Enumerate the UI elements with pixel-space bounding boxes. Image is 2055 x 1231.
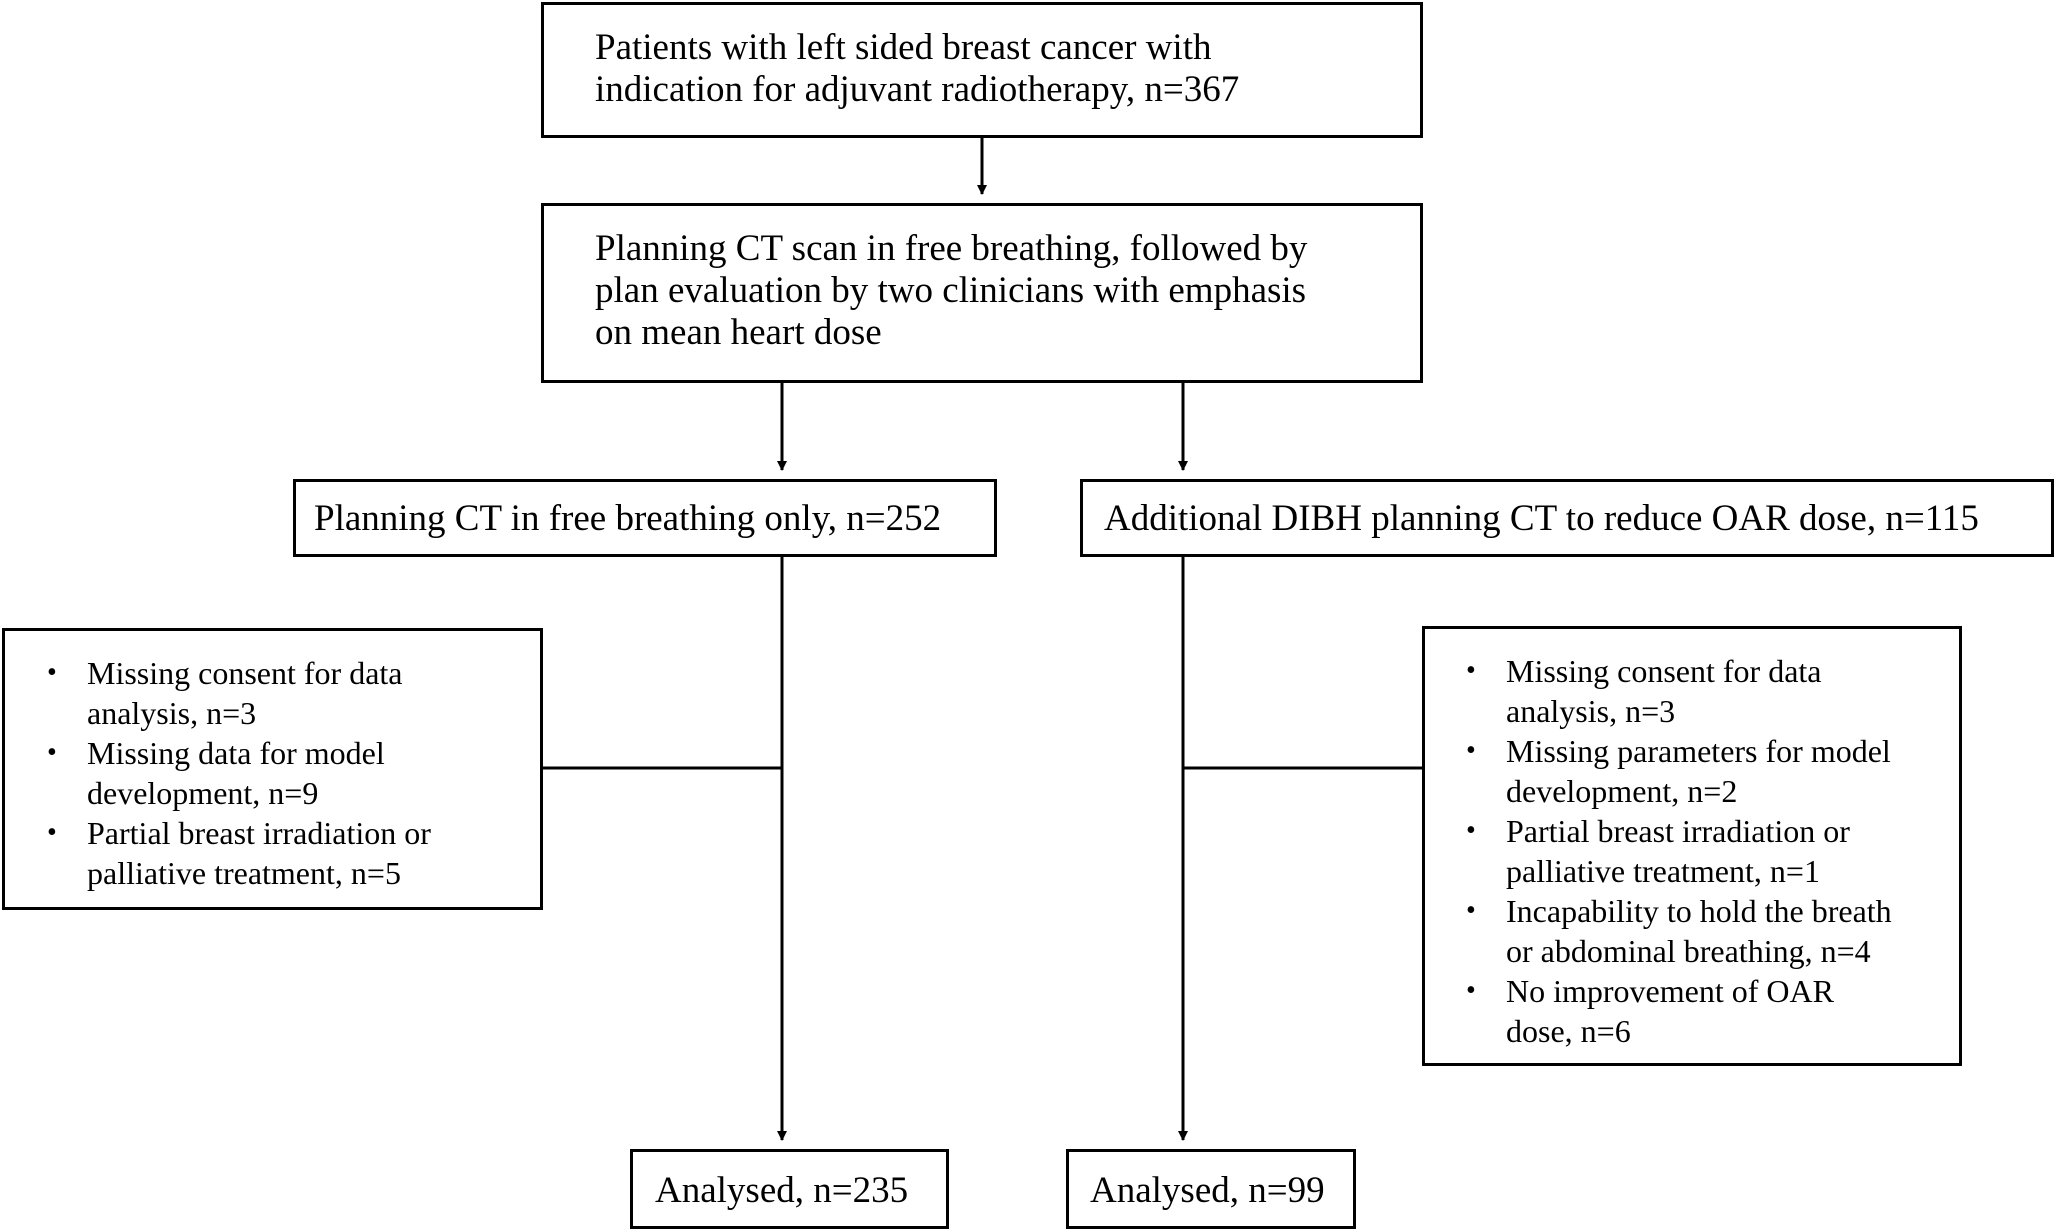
- exclusion-text-2: development, n=2: [1506, 773, 1738, 809]
- exclusion-text-2: development, n=9: [87, 775, 319, 811]
- planning-line-1: Planning CT scan in free breathing, foll…: [595, 228, 1308, 269]
- exclusion-text-2: analysis, n=3: [1506, 693, 1676, 729]
- exclusion-text-1: Partial breast irradiation or: [1506, 813, 1850, 849]
- exclusion-text-2: palliative treatment, n=5: [87, 855, 401, 891]
- exclusions-left-box: • Missing consent for data analysis, n=3…: [2, 628, 543, 910]
- exclusions-left-list: • Missing consent for data analysis, n=3…: [5, 653, 540, 893]
- exclusion-text-1: No improvement of OAR: [1506, 973, 1834, 1009]
- exclusion-item: • Missing consent for data analysis, n=3: [1425, 651, 1959, 731]
- eligible-line-1: Patients with left sided breast cancer w…: [595, 27, 1212, 68]
- exclusion-item: • No improvement of OAR dose, n=6: [1425, 971, 1959, 1051]
- planning-ct-box: Planning CT scan in free breathing, foll…: [541, 203, 1423, 383]
- exclusion-text-1: Partial breast irradiation or: [87, 815, 431, 851]
- planning-line-3: on mean heart dose: [595, 312, 882, 353]
- planning-line-2: plan evaluation by two clinicians with e…: [595, 270, 1307, 311]
- analysed-right-label: Analysed, n=99: [1090, 1170, 1325, 1211]
- exclusion-text-1: Missing parameters for model: [1506, 733, 1891, 769]
- bullet: •: [1466, 975, 1476, 1006]
- eligible-line-2: indication for adjuvant radiotherapy, n=…: [595, 69, 1240, 110]
- exclusion-text-2: dose, n=6: [1506, 1013, 1631, 1049]
- analysed-left-label: Analysed, n=235: [655, 1170, 909, 1211]
- exclusion-text-1: Missing consent for data: [1506, 653, 1822, 689]
- exclusions-right-list: • Missing consent for data analysis, n=3…: [1425, 651, 1959, 1051]
- bullet: •: [47, 657, 57, 688]
- dibh-label: Additional DIBH planning CT to reduce OA…: [1104, 498, 1979, 539]
- bullet: •: [47, 817, 57, 848]
- analysed-right-box: Analysed, n=99: [1066, 1149, 1356, 1229]
- eligible-patients-box: Patients with left sided breast cancer w…: [541, 2, 1423, 138]
- exclusion-item: • Missing data for model development, n=…: [5, 733, 540, 813]
- exclusion-item: • Incapability to hold the breath or abd…: [1425, 891, 1959, 971]
- exclusion-item: • Missing parameters for model developme…: [1425, 731, 1959, 811]
- exclusions-right-box: • Missing consent for data analysis, n=3…: [1422, 626, 1962, 1066]
- bullet: •: [1466, 735, 1476, 766]
- bullet: •: [1466, 655, 1476, 686]
- analysed-left-box: Analysed, n=235: [630, 1149, 949, 1229]
- exclusion-item: • Partial breast irradiation or palliati…: [1425, 811, 1959, 891]
- exclusion-text-2: or abdominal breathing, n=4: [1506, 933, 1871, 969]
- exclusion-item: • Missing consent for data analysis, n=3: [5, 653, 540, 733]
- exclusion-text-2: analysis, n=3: [87, 695, 257, 731]
- free-breathing-box: Planning CT in free breathing only, n=25…: [293, 479, 997, 557]
- exclusion-text-1: Missing consent for data: [87, 655, 403, 691]
- exclusion-text-1: Missing data for model: [87, 735, 385, 771]
- bullet: •: [1466, 895, 1476, 926]
- bullet: •: [47, 737, 57, 768]
- exclusion-text-1: Incapability to hold the breath: [1506, 893, 1892, 929]
- exclusion-item: • Partial breast irradiation or palliati…: [5, 813, 540, 893]
- exclusion-text-2: palliative treatment, n=1: [1506, 853, 1820, 889]
- free-breathing-label: Planning CT in free breathing only, n=25…: [314, 498, 942, 539]
- bullet: •: [1466, 815, 1476, 846]
- dibh-box: Additional DIBH planning CT to reduce OA…: [1080, 479, 2054, 557]
